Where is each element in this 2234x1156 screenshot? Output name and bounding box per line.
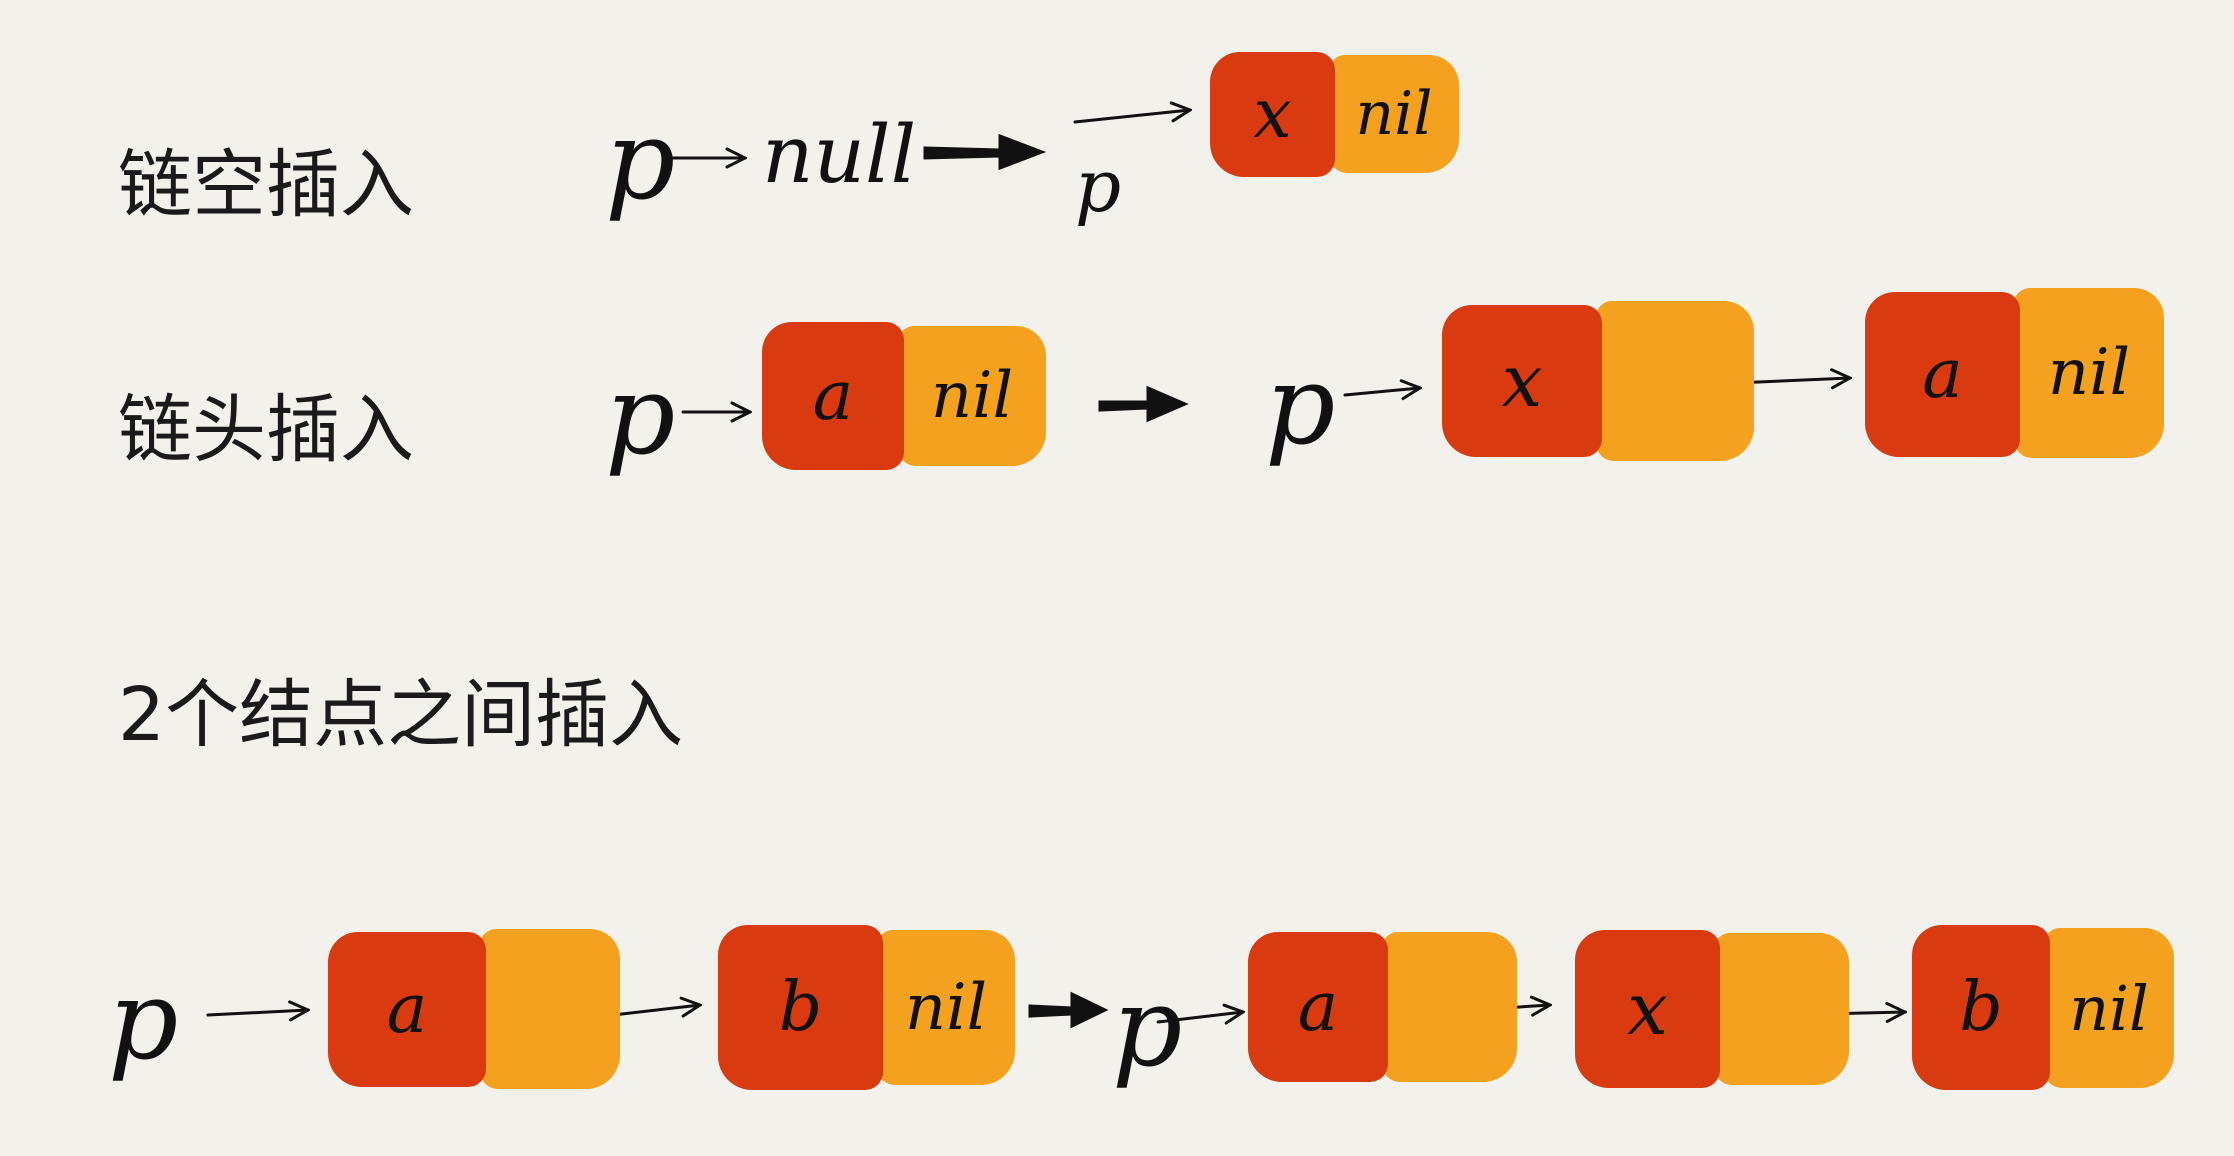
- bold-arrow-row2: [1098, 385, 1189, 423]
- next-cell: nil: [2014, 288, 2164, 458]
- pointer-p: p: [108, 956, 179, 1084]
- next-cell: [1714, 933, 1849, 1085]
- data-cell: x: [1575, 930, 1720, 1088]
- bold-arrow-row3: [1028, 991, 1109, 1029]
- data-cell: a: [762, 322, 904, 470]
- heading-empty-insert: 链空插入: [118, 142, 414, 228]
- node-a-nil-old: a nil: [1865, 288, 2164, 458]
- next-cell: [1382, 932, 1517, 1082]
- data-cell: x: [1442, 305, 1602, 457]
- pointer-p: p: [605, 351, 676, 479]
- pointer-p: p: [605, 96, 676, 224]
- result-pointer-p: p: [1265, 341, 1336, 469]
- next-cell: [480, 929, 620, 1089]
- next-cell: nil: [2044, 928, 2174, 1088]
- arrow-row3r-p-to-a: [1156, 1012, 1243, 1022]
- node-x-nil: x nil: [1210, 52, 1459, 177]
- data-cell: x: [1210, 52, 1335, 177]
- heading-middle-insert: 2个结点之间插入: [118, 672, 684, 758]
- null-label: null: [762, 108, 917, 201]
- node-x-inserted: x: [1575, 930, 1849, 1088]
- result-pointer-p: p: [1075, 144, 1122, 228]
- next-cell: nil: [1329, 55, 1459, 173]
- data-cell: b: [1912, 925, 2050, 1090]
- arrow-row1-p-to-x: [1073, 110, 1190, 124]
- data-cell: b: [718, 925, 883, 1090]
- next-cell: nil: [898, 326, 1046, 466]
- bold-arrow-row1: [923, 133, 1047, 171]
- data-cell: a: [1865, 292, 2020, 457]
- arrow-row2-p-to-x: [1343, 388, 1420, 395]
- node-b-nil-after: b nil: [1912, 925, 2174, 1090]
- next-cell: [1596, 301, 1754, 461]
- data-cell: a: [1248, 932, 1388, 1082]
- result-pointer-p: p: [1112, 963, 1183, 1091]
- arrow-row3-p-to-a: [206, 1010, 308, 1015]
- data-cell: a: [328, 932, 486, 1087]
- next-cell: nil: [877, 930, 1015, 1085]
- heading-head-insert: 链头插入: [118, 387, 414, 473]
- node-a-nil: a nil: [762, 322, 1046, 470]
- node-a: a: [328, 929, 620, 1089]
- node-x-new: x: [1442, 301, 1754, 461]
- node-b-nil: b nil: [718, 925, 1015, 1090]
- node-a-after: a: [1248, 932, 1517, 1082]
